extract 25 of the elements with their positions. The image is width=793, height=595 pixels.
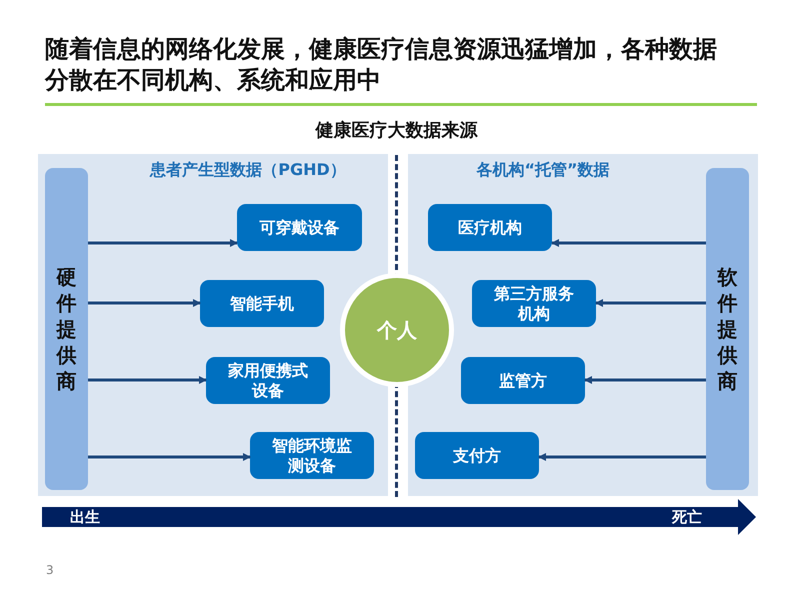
panel-heading: 各机构“托管”数据 [475, 160, 611, 181]
provider-label-bar: 硬件提供商 [45, 168, 88, 490]
source-box: 智能环境监测设备 [250, 432, 374, 479]
arrow [538, 453, 706, 461]
timeline-label: 出生 [70, 508, 100, 527]
timeline-label: 死亡 [672, 508, 702, 527]
arrow [88, 453, 251, 461]
arrow [88, 376, 207, 384]
source-box: 医疗机构 [428, 204, 552, 251]
source-box: 家用便携式设备 [206, 357, 330, 404]
section-heading: 健康医疗大数据来源 [314, 119, 479, 142]
source-box: 可穿戴设备 [237, 204, 362, 251]
provider-label-bar: 软件提供商 [706, 168, 749, 490]
panel-heading: 患者产生型数据（PGHD） [148, 160, 347, 181]
arrow [551, 239, 706, 247]
arrow [88, 299, 201, 307]
arrow [584, 376, 706, 384]
page-number: 3 [46, 563, 54, 577]
source-box: 支付方 [415, 432, 539, 479]
arrow [595, 299, 706, 307]
source-box: 第三方服务机构 [472, 280, 596, 327]
slide-title: 随着信息的网络化发展，健康医疗信息资源迅猛增加，各种数据分散在不同机构、系统和应用中 [45, 34, 718, 96]
arrow [88, 239, 238, 247]
source-box: 智能手机 [200, 280, 324, 327]
source-box: 监管方 [461, 357, 585, 404]
